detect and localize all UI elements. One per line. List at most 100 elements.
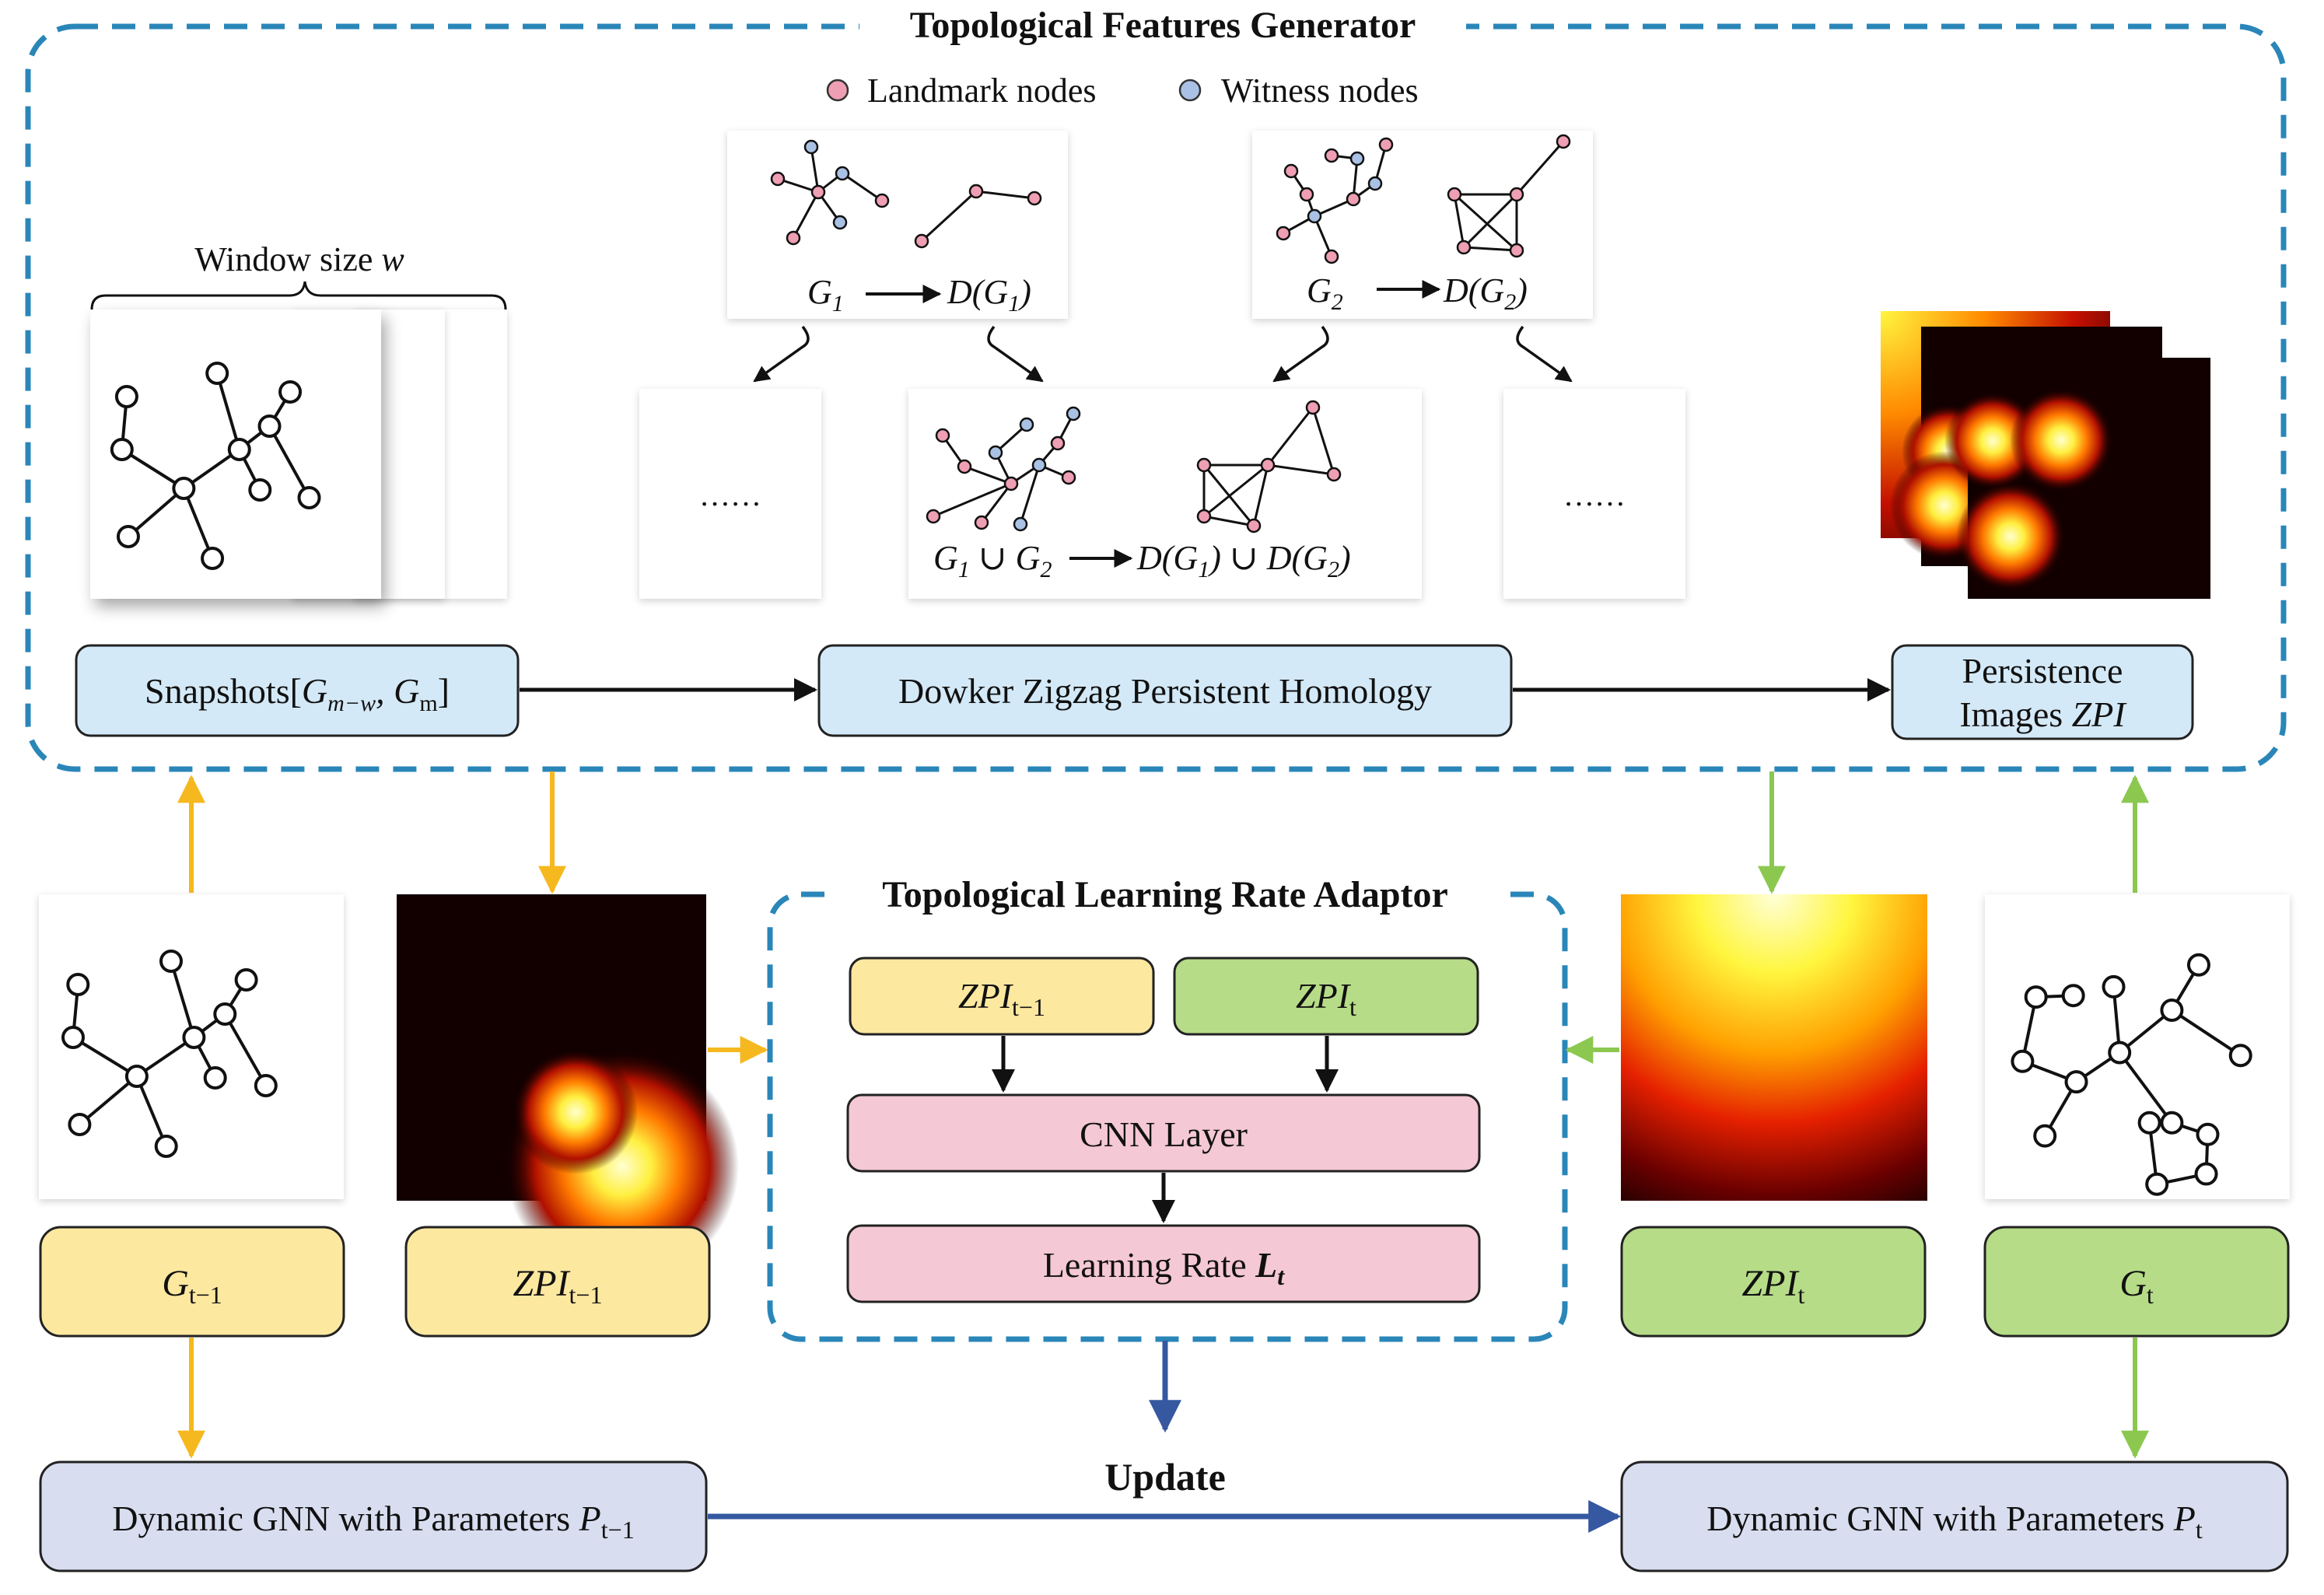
landmark-node <box>1283 163 1299 179</box>
graph-edge <box>127 487 185 538</box>
witness-node <box>1013 516 1028 532</box>
graph-node <box>201 547 225 570</box>
dg1-label: D(G1) <box>947 273 1031 317</box>
cnn-label: CNN Layer <box>1080 1114 1248 1154</box>
landmark-node <box>1061 470 1076 485</box>
zpi-prev-heatmap <box>397 894 739 1283</box>
graph-edge <box>1453 194 1465 248</box>
graph-edge <box>810 146 820 193</box>
gcurr-label-box <box>1983 1226 2290 1338</box>
graph-node <box>66 973 90 996</box>
graph-edge <box>79 1075 138 1126</box>
witness-node <box>1307 208 1322 224</box>
landmark-node <box>974 515 989 530</box>
g2-graph <box>1276 137 1394 264</box>
graph-node <box>172 477 196 500</box>
adaptor-zpi-curr-label: ZPIt <box>1296 976 1356 1021</box>
graph-node <box>2137 1111 2161 1135</box>
landmark-node <box>1196 509 1212 524</box>
graph-edge <box>1462 193 1518 249</box>
graph-node <box>116 525 140 548</box>
landmark-node <box>1346 191 1361 207</box>
landmark-node <box>770 171 786 187</box>
gnn-prev-box <box>39 1460 708 1572</box>
graph-node <box>114 385 138 408</box>
graph-node <box>297 486 321 509</box>
witness-node <box>803 139 819 155</box>
dg1-graph <box>914 184 1042 249</box>
graph-edge <box>1203 463 1269 518</box>
witness-node-icon <box>1178 79 1202 102</box>
legend-witness-label: Witness nodes <box>1221 72 1419 110</box>
graph-node <box>234 968 258 992</box>
graph-node <box>124 1065 149 1088</box>
ellipsis-left-panel <box>639 389 821 599</box>
landmark-node <box>1305 400 1321 415</box>
witness-node <box>1349 151 1365 166</box>
graph-node <box>2108 1041 2132 1065</box>
landmark-node <box>1556 134 1571 149</box>
adaptor-zpi-prev-box <box>849 957 1155 1036</box>
lr-label: Learning Rate Lt <box>1043 1245 1285 1290</box>
gnn-prev-label: Dynamic GNN with Parameters Pt−1 <box>112 1499 634 1544</box>
gprev-label-box <box>39 1226 345 1338</box>
graph-edge <box>1311 407 1335 475</box>
snapshots-label: Snapshots[Gm−w, Gm] <box>145 671 450 716</box>
graph-edge <box>1463 246 1517 252</box>
adaptor-zpi-prev-label: ZPIt−1 <box>958 976 1045 1021</box>
graph-node <box>2024 985 2048 1009</box>
graph-node <box>61 1026 85 1049</box>
adaptor-title: Topological Learning Rate Adaptor <box>882 874 1448 915</box>
adaptor-title-bg <box>824 869 1509 918</box>
graph-node <box>2160 999 2184 1022</box>
landmark-node <box>968 184 984 199</box>
landmark-node <box>786 230 801 246</box>
lr-box <box>846 1224 1481 1303</box>
graph-node <box>213 1002 237 1026</box>
landmark-node <box>1050 435 1066 451</box>
union-complex <box>1196 400 1342 533</box>
witness-node <box>1031 457 1047 473</box>
graph-node <box>2011 1049 2035 1073</box>
graph-node <box>2061 984 2085 1008</box>
graph-edge <box>975 190 1035 200</box>
landmark-node <box>810 184 826 200</box>
landmark-node <box>1003 476 1019 491</box>
zpi-curr-label: ZPIt <box>1742 1263 1805 1309</box>
graph-node <box>2102 974 2126 999</box>
g1-panel <box>727 131 1068 319</box>
g2-label: G2 <box>1307 271 1343 315</box>
ellipsis-right: …… <box>1563 477 1626 512</box>
gprev-label: Gt−1 <box>162 1263 222 1309</box>
graph-edge <box>268 425 311 498</box>
adaptor-zpi-curr-box <box>1173 957 1479 1036</box>
gprev-graph <box>61 950 278 1158</box>
landmark-node <box>1324 249 1339 264</box>
landmark-node <box>1196 457 1212 473</box>
graph-node <box>2033 1124 2057 1148</box>
snapshot-stack <box>90 310 507 599</box>
dowker-label: Dowker Zigzag Persistent Homology <box>898 671 1432 711</box>
graph-edge <box>792 191 820 239</box>
gcurr-graph <box>2011 953 2252 1196</box>
graph-edge <box>2118 1051 2174 1124</box>
window-brace <box>90 281 507 310</box>
ellipsis-left: …… <box>699 477 761 512</box>
graph-edge <box>980 483 1013 523</box>
legend-landmark-label: Landmark nodes <box>867 72 1096 110</box>
graph-node <box>2194 1162 2218 1186</box>
graph-edge <box>1313 215 1333 257</box>
graph-edge <box>182 488 214 559</box>
landmark-node <box>1246 518 1262 533</box>
persistence-line1: Persistence <box>1962 651 2123 691</box>
witness-node <box>1066 406 1081 421</box>
ellipsis-right-panel <box>1503 389 1685 599</box>
landmark-node <box>1276 226 1291 241</box>
zpi-prev-label: ZPIt−1 <box>513 1263 603 1309</box>
zpi-curr-label-box <box>1620 1226 1927 1338</box>
landmark-node <box>874 193 890 208</box>
zpi-prev-label-box <box>404 1226 711 1338</box>
landmark-node <box>1378 137 1394 152</box>
graph-edge <box>1267 463 1335 476</box>
